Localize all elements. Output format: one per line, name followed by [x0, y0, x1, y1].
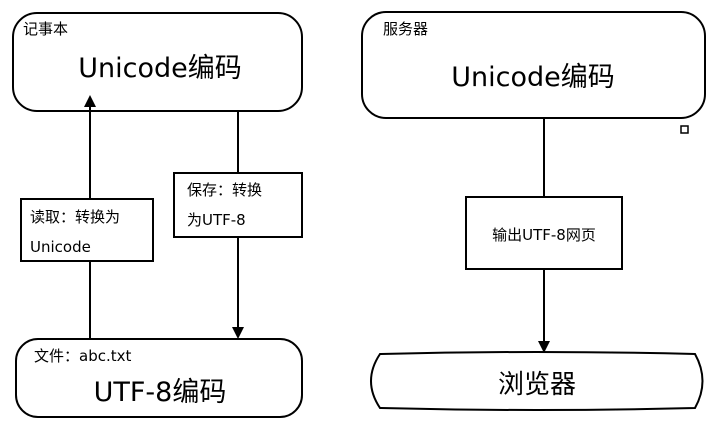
read-label-line1: 读取：转换为 — [30, 208, 120, 226]
file-content: UTF-8编码 — [94, 377, 227, 408]
output-label-text: 输出UTF-8网页 — [492, 226, 596, 244]
save-label-line1: 保存：转换 — [187, 181, 262, 199]
notepad-title: 记事本 — [23, 20, 68, 38]
read-label-line2: Unicode — [30, 238, 91, 256]
notepad-content: Unicode编码 — [78, 53, 242, 84]
read-label-box: 读取：转换为 Unicode — [20, 198, 154, 262]
server-title: 服务器 — [383, 20, 428, 38]
small-square-marker — [680, 125, 689, 134]
file-title: 文件：abc.txt — [34, 347, 131, 365]
browser-label: 浏览器 — [498, 370, 576, 400]
server-content: Unicode编码 — [451, 62, 615, 93]
save-label-line2: 为UTF-8 — [187, 211, 246, 229]
notepad-box: 记事本 Unicode编码 — [12, 12, 303, 112]
browser-node: 浏览器 — [370, 351, 704, 411]
file-box: 文件：abc.txt UTF-8编码 — [15, 338, 303, 418]
save-label-box: 保存：转换 为UTF-8 — [173, 172, 303, 238]
output-label-box: 输出UTF-8网页 — [465, 196, 623, 270]
server-box: 服务器 Unicode编码 — [361, 11, 706, 119]
